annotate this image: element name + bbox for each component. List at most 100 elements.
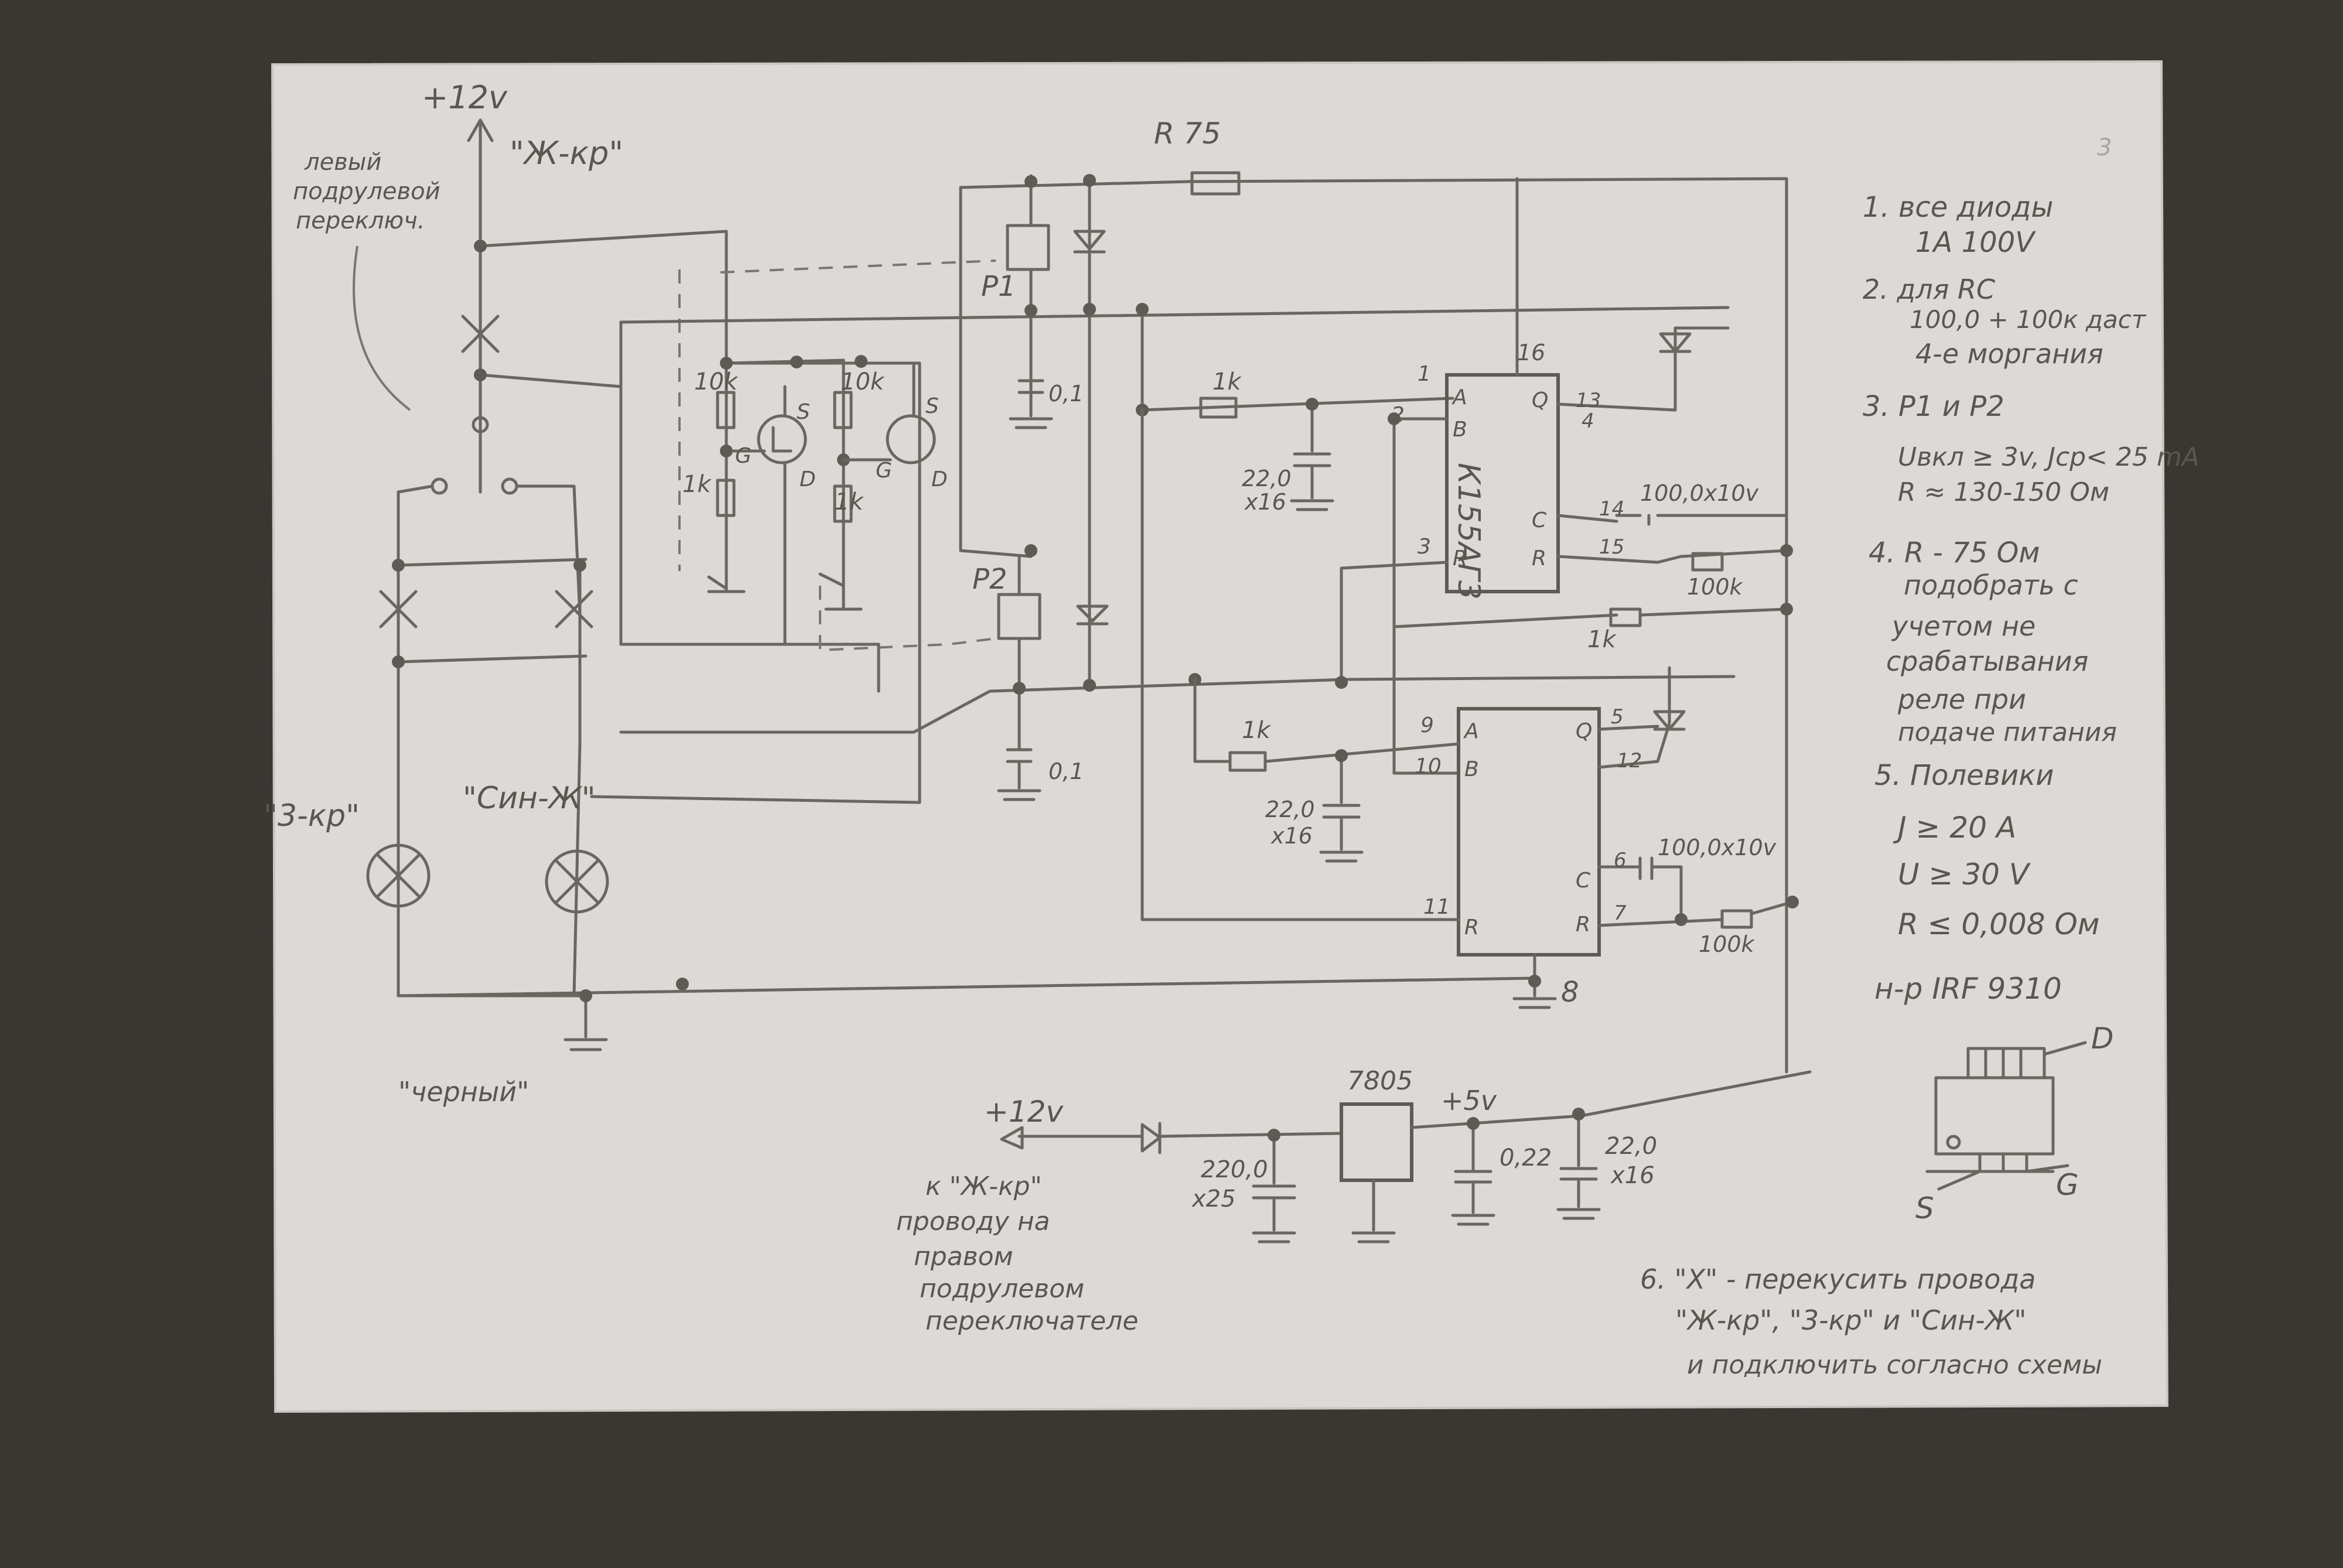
chip-label: К155АГ3 — [1451, 463, 1486, 600]
chip-r-lower: R — [1464, 915, 1479, 940]
mosfet-2 — [886, 414, 936, 464]
note-1b: 1A 100V — [1915, 226, 2036, 259]
mosfet-part: н-р IRF 9310 — [1874, 972, 2062, 1006]
relay-p1 — [1006, 224, 1050, 271]
res-100k-b: 100k — [1699, 931, 1755, 957]
chip-r2-lower: R — [1576, 913, 1590, 937]
chip-r2-upper: R — [1532, 546, 1546, 571]
chip-a-upper: A — [1451, 385, 1467, 409]
chip-c-lower: C — [1576, 869, 1591, 893]
ground-label: "черный" — [398, 1076, 529, 1108]
res-1k-c: 1k — [1213, 368, 1242, 395]
res-1k-e: 1k — [1242, 717, 1271, 744]
pin-4: 4 — [1582, 409, 1594, 433]
mosfet-2-s: S — [925, 394, 939, 418]
chip-c-upper: C — [1532, 508, 1547, 532]
note-3c: R ≈ 130-150 Ом — [1898, 477, 2109, 507]
reg-label: 7805 — [1347, 1066, 1413, 1096]
chip-a-lower: A — [1463, 719, 1479, 743]
pin-7: 7 — [1614, 901, 1627, 925]
pin-16: 16 — [1517, 340, 1545, 365]
paper-sheet — [272, 62, 2167, 1412]
pin-2: 2 — [1391, 403, 1405, 427]
cap-22b-v: x16 — [1270, 823, 1313, 849]
pin-10: 10 — [1415, 754, 1442, 778]
feed-note-2: проводу на — [896, 1207, 1050, 1236]
mosfet-1 — [757, 414, 807, 464]
left-switch-section: +12v "Ж-кр" левый подрулевой переключ. "… — [264, 79, 1536, 1108]
relay-p2-label: P2 — [972, 563, 1007, 596]
feed-note-4: подрулевом — [920, 1274, 1084, 1304]
supply-top-label: +12v — [422, 79, 508, 116]
reg-out-label: +5v — [1441, 1085, 1497, 1116]
res-10k-a: 10k — [694, 368, 739, 395]
pin-15: 15 — [1599, 535, 1624, 559]
feed-note-1: к "Ж-кр" — [925, 1171, 1042, 1201]
note-2b: 100,0 + 100к даст — [1910, 305, 2147, 334]
cap-220: 220,0 — [1201, 1156, 1268, 1183]
chip-r-upper: R — [1453, 546, 1467, 571]
cap-22c-v: x16 — [1610, 1162, 1655, 1189]
chip-b-upper: B — [1453, 418, 1467, 442]
note-2c: 4-е моргания — [1915, 338, 2103, 370]
feed-note-3: правом — [914, 1242, 1013, 1272]
note-5b: J ≥ 20 A — [1893, 811, 2016, 845]
mosfet-1-s: S — [797, 400, 810, 424]
ic-upper: 22,0 x16 К155АГ3 16 1 2 3 A B R Q C R 13… — [1242, 177, 1793, 775]
note-4f: подаче питания — [1898, 718, 2117, 747]
notes-column: 3 1. все диоды 1A 100V 2. для RC 100,0 +… — [1640, 134, 2199, 1380]
chip-q-lower: Q — [1576, 719, 1592, 743]
pin-9: 9 — [1420, 713, 1434, 737]
note-3b: Uвкл ≥ 3v, Jср< 25 mA — [1898, 442, 2199, 472]
cap-220-v: x25 — [1191, 1186, 1236, 1212]
note-6b: "Ж-кр", "3-кр" и "Син-Ж" — [1675, 1304, 2027, 1336]
mosfet-package-sketch — [1925, 1041, 2087, 1191]
mosfet-2-d: D — [931, 467, 948, 491]
mosfet-1-g: G — [735, 444, 752, 468]
lamp-right-label: "Син-Ж" — [463, 781, 596, 816]
page-number: 3 — [2097, 134, 2112, 161]
cap-22c: 22,0 — [1605, 1133, 1657, 1160]
pin-13: 13 — [1576, 389, 1601, 412]
note-6c: и подключить согласно схемы — [1687, 1350, 2102, 1380]
res-10k-b: 10k — [841, 368, 885, 395]
left-switch-note-1: левый — [304, 149, 381, 176]
mosfet-section: 10k 10k 1k 1k S G D S G D — [590, 230, 996, 804]
note-4b: подобрать с — [1904, 569, 2078, 601]
cap-022: 0,22 — [1500, 1145, 1552, 1171]
pkg-pin-s: S — [1915, 1191, 1934, 1225]
res-1k-a: 1k — [682, 471, 712, 498]
pin-12: 12 — [1617, 749, 1642, 773]
lamp-left — [366, 843, 431, 908]
cap-01b: 0,1 — [1048, 759, 1084, 784]
left-switch-note-3: переключ. — [296, 207, 425, 234]
feed-note-5: переключателе — [925, 1306, 1138, 1336]
chip-lower — [1457, 707, 1601, 956]
switch-top-label: "Ж-кр" — [510, 135, 623, 172]
chip-upper — [1445, 373, 1560, 593]
pkg-pin-d: D — [2091, 1022, 2114, 1055]
note-2a: 2. для RC — [1863, 274, 1995, 305]
note-5a: 5. Полевики — [1874, 759, 2054, 792]
lamp-left-label: "3-кр" — [264, 798, 360, 833]
reg-in-label: +12v — [984, 1095, 1064, 1129]
note-6a: 6. "X" - перекусить провода — [1640, 1263, 2035, 1295]
cap-01a: 0,1 — [1048, 381, 1084, 406]
pin-5: 5 — [1611, 705, 1624, 729]
note-4a: 4. R - 75 Ом — [1869, 537, 2040, 569]
pin-6: 6 — [1614, 849, 1627, 872]
lamp-right — [545, 849, 609, 914]
mosfet-1-d: D — [800, 467, 816, 491]
cap-22b: 22,0 — [1265, 797, 1315, 822]
regulator-7805 — [1340, 1102, 1413, 1182]
res-1k-b: 1k — [835, 488, 864, 515]
cap-100a: 100,0x10v — [1640, 480, 1759, 506]
mosfet-2-g: G — [876, 459, 892, 483]
note-4e: реле при — [1897, 684, 2026, 715]
chip-q-upper: Q — [1532, 388, 1548, 412]
pin-14: 14 — [1599, 497, 1624, 521]
left-switch-note-2: подрулевой — [293, 178, 440, 205]
cap-22a: 22,0 — [1242, 466, 1292, 491]
